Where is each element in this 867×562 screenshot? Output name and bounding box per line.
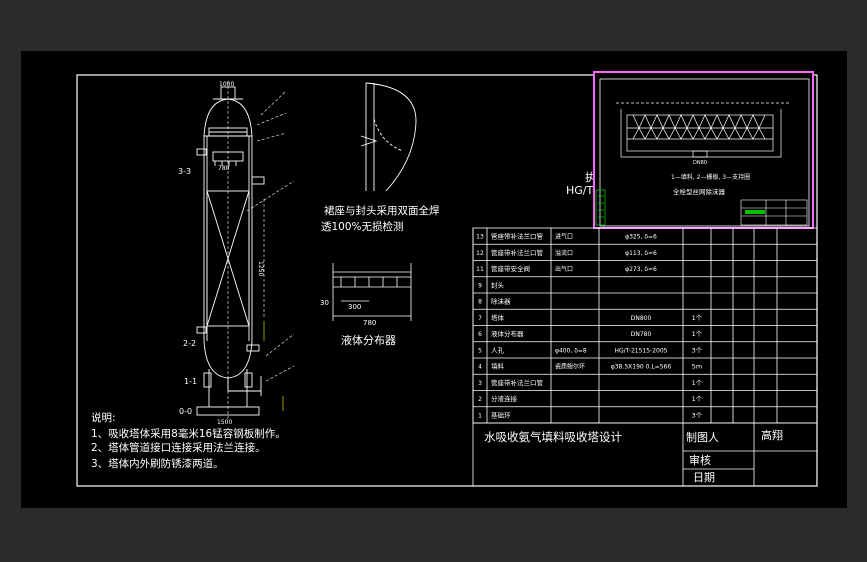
section-3-label: 3-3 <box>178 167 191 176</box>
absorption-column <box>196 86 265 416</box>
table-cell-qty: 3个 <box>692 411 703 419</box>
section-1-label: 1-1 <box>184 377 197 386</box>
height-dim-label: 1250 <box>257 261 264 276</box>
table-cell-qty: 1个 <box>692 395 703 403</box>
drawing-canvas: 1000 3-3 780 1250 2-2 1-1 0-0 1500 裙座与封头… <box>76 71 818 487</box>
table-cell-name: 填料 <box>491 362 505 371</box>
table-cell-qty: 1个 <box>692 314 703 322</box>
column-dimensions <box>227 81 295 421</box>
table-cell-no: 13 <box>476 234 484 241</box>
demister-inset[interactable]: DN80 1—填料, 2—栅板, 3—支持圈 全栓型丝网除沫器 <box>593 71 814 229</box>
drawn-by-label: 制图人 <box>686 431 719 444</box>
table-cell-qty: 3个 <box>692 346 703 354</box>
table-cell-qty: 1个 <box>692 379 703 387</box>
bottom-base-label: 780 <box>218 165 230 172</box>
weld-note-line1: 裙座与封头采用双面全焊 <box>324 204 440 217</box>
table-cell-no: 9 <box>478 282 482 289</box>
inset-dim-bottom: DN80 <box>693 160 707 166</box>
table-cell-no: 6 <box>478 331 482 338</box>
table-cell-no: 8 <box>478 299 482 306</box>
table-cell-no: 4 <box>478 364 482 371</box>
weld-note-line2: 透100%无损检测 <box>321 220 404 233</box>
table-cell-name: 液体分布器 <box>491 329 524 338</box>
table-cell-spec: φ113, δ=6 <box>625 250 657 257</box>
notes-line-1: 1、吸收塔体采用8毫米16锰容钢板制作。 <box>91 427 286 440</box>
notes-title: 说明: <box>91 411 116 424</box>
table-cell-spec: HG/T-21515-2005 <box>615 347 668 354</box>
table-cell-name: 管座带安全阀 <box>491 264 530 273</box>
title-block: 水吸收氨气填料吸收塔设计 制图人 高翔 审核 日期 <box>472 422 818 487</box>
liquid-distributor-drawing <box>332 263 412 321</box>
table-cell-qty: 1个 <box>692 330 703 338</box>
weld-detail <box>360 82 417 192</box>
table-cell-no: 5 <box>478 347 482 354</box>
notes-line-2: 2、塔体管道接口连接采用法兰连接。 <box>91 441 266 454</box>
table-cell-type: 瓷质鲍尔环 <box>555 363 585 371</box>
date-label: 日期 <box>693 471 715 484</box>
project-title: 水吸收氨气填料吸收塔设计 <box>484 430 622 444</box>
table-cell-no: 1 <box>478 412 482 419</box>
drawing-sheet: 1000 3-3 780 1250 2-2 1-1 0-0 1500 裙座与封头… <box>21 51 847 508</box>
table-cell-name: 基础环 <box>491 410 511 419</box>
table-cell-type: 出气口 <box>555 265 573 273</box>
table-cell-no: 7 <box>478 315 482 322</box>
table-cell-name: 管座带补法兰口管 <box>491 232 544 241</box>
distributor-dim-top: 780 <box>363 319 376 327</box>
table-cell-no: 12 <box>476 250 484 257</box>
section-2-label: 2-2 <box>183 339 196 348</box>
distributor-dim-mid: 300 <box>348 303 361 311</box>
drawn-by-name: 高翔 <box>761 428 783 442</box>
table-cell-type: 进气口 <box>555 233 573 241</box>
top-dim-label: 1000 <box>219 81 234 88</box>
distributor-caption: 液体分布器 <box>341 333 396 347</box>
table-cell-no: 11 <box>476 266 484 273</box>
inset-caption: 1—填料, 2—栅板, 3—支持圈 <box>671 173 750 181</box>
base-dim-label: 1500 <box>217 419 232 426</box>
table-cell-spec: φ325, δ=6 <box>625 234 657 241</box>
table-cell-type: 溢流口 <box>555 249 573 257</box>
distributor-dim-left: 30 <box>320 299 329 307</box>
table-cell-no: 2 <box>478 396 482 403</box>
table-cell-spec: DN780 <box>631 331 652 338</box>
table-cell-spec: φ273, δ=6 <box>625 266 657 273</box>
check-label: 审核 <box>689 453 711 467</box>
table-cell-type: φ400, δ=8 <box>555 347 587 354</box>
table-cell-name: 管座带补法兰口管 <box>491 378 544 387</box>
table-cell-spec: φ38.5X190 0.L=566 <box>611 364 672 371</box>
table-cell-no: 3 <box>478 380 482 387</box>
section-0-label: 0-0 <box>179 407 192 416</box>
table-cell-spec: DN800 <box>631 315 652 322</box>
column-leaders <box>263 321 284 411</box>
notes-line-3: 3、塔体内外刷防锈漆两道。 <box>91 457 224 470</box>
table-cell-name: 除沫器 <box>491 297 511 306</box>
table-cell-name: 塔体 <box>491 313 505 322</box>
inset-title: 全栓型丝网除沫器 <box>673 187 726 196</box>
table-cell-name: 封头 <box>491 280 505 289</box>
table-cell-name: 管座带补法兰口管 <box>491 248 544 257</box>
table-cell-name: 分液连接 <box>491 394 518 403</box>
table-cell-qty: 5m <box>692 363 702 371</box>
table-cell-name: 人孔 <box>491 346 505 354</box>
